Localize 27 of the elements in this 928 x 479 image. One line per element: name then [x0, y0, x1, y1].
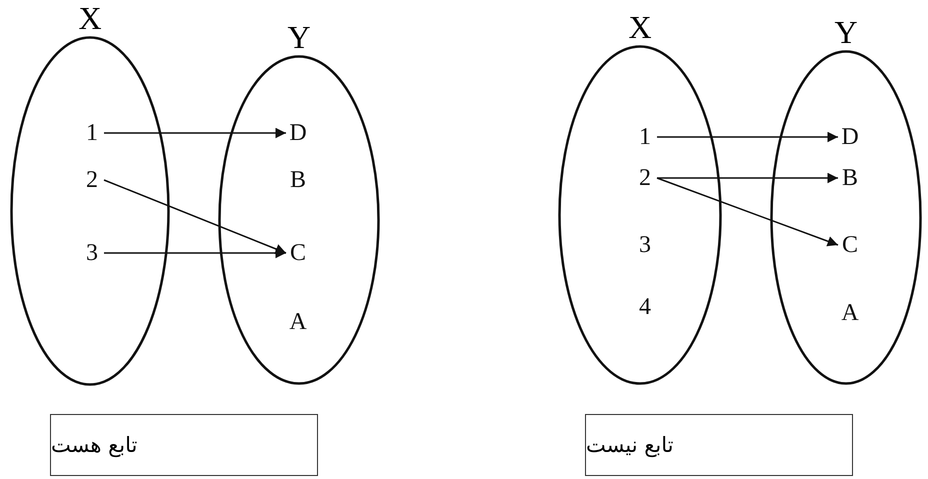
set-name: Y — [833, 16, 859, 48]
set-element: B — [286, 166, 310, 194]
set-element: A — [286, 308, 310, 336]
arrow — [656, 177, 838, 246]
set-element: 2 — [80, 166, 104, 194]
set-element: 3 — [633, 231, 657, 259]
set-element: B — [838, 164, 862, 192]
set-element: 1 — [80, 119, 104, 147]
set-element: C — [286, 239, 310, 267]
set-element: 3 — [80, 239, 104, 267]
caption-box: تابع نیست — [585, 414, 853, 476]
set-element: D — [838, 123, 862, 151]
set-name: Y — [286, 21, 312, 53]
caption-box: تابع هست — [50, 414, 318, 476]
set-element: 4 — [633, 293, 657, 321]
set-element: C — [838, 231, 862, 259]
arrow — [104, 179, 286, 254]
arrow — [104, 248, 286, 258]
arrow — [657, 132, 838, 142]
arrow — [657, 172, 838, 184]
set-element: 1 — [633, 123, 657, 151]
set-name: X — [627, 11, 653, 43]
set-element: 2 — [633, 164, 657, 192]
arrow — [104, 128, 286, 138]
set-element: D — [286, 119, 310, 147]
set-element: A — [838, 299, 862, 327]
set-name: X — [77, 2, 103, 34]
